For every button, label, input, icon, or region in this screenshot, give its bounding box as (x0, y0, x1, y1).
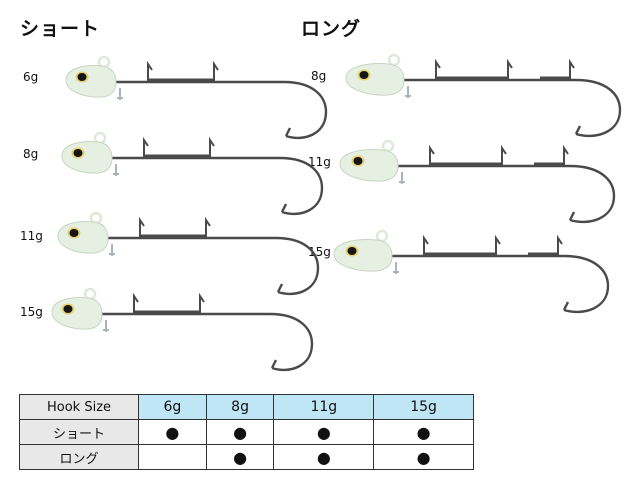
long-weight-label: 8g (311, 69, 327, 83)
row-label: ロング (19, 444, 139, 470)
long-jig-15g-image (332, 229, 610, 314)
hook-size-table: Hook Size 6g 8g 11g 15g ショート ● ● ● ● ロング… (19, 394, 474, 470)
table-header-row: Hook Size 6g 8g 11g 15g (19, 394, 474, 420)
short-jig-11g-image (56, 211, 320, 296)
short-jig-6g-image (64, 55, 328, 140)
table-cell: ● (273, 419, 375, 445)
long-weight-label: 11g (308, 155, 331, 169)
section-title-short: ショート (20, 18, 101, 40)
column-header: 15g (373, 394, 474, 420)
long-jig-11g-image (338, 139, 616, 224)
table-cell: ● (138, 419, 207, 445)
table-cell: ● (373, 419, 474, 445)
column-header: 11g (273, 394, 375, 420)
short-weight-label: 8g (23, 147, 39, 161)
short-jig-15g-image (50, 287, 314, 372)
column-header: 6g (138, 394, 207, 420)
short-weight-label: 6g (23, 70, 39, 84)
table-cell: ● (273, 444, 375, 470)
short-weight-label: 11g (20, 229, 43, 243)
table-cell: ● (205, 419, 275, 445)
table-corner: Hook Size (19, 394, 139, 420)
table-row: ロング ● ● ● (19, 444, 474, 470)
table-cell: ● (205, 444, 275, 470)
section-title-long: ロング (301, 18, 362, 40)
table-cell: ● (373, 444, 474, 470)
column-header: 8g (205, 394, 275, 420)
table-row: ショート ● ● ● ● (19, 419, 474, 445)
table-cell (138, 444, 207, 470)
short-weight-label: 15g (20, 305, 43, 319)
short-jig-8g-image (60, 131, 324, 216)
row-label: ショート (19, 419, 139, 445)
long-jig-8g-image (344, 53, 622, 138)
